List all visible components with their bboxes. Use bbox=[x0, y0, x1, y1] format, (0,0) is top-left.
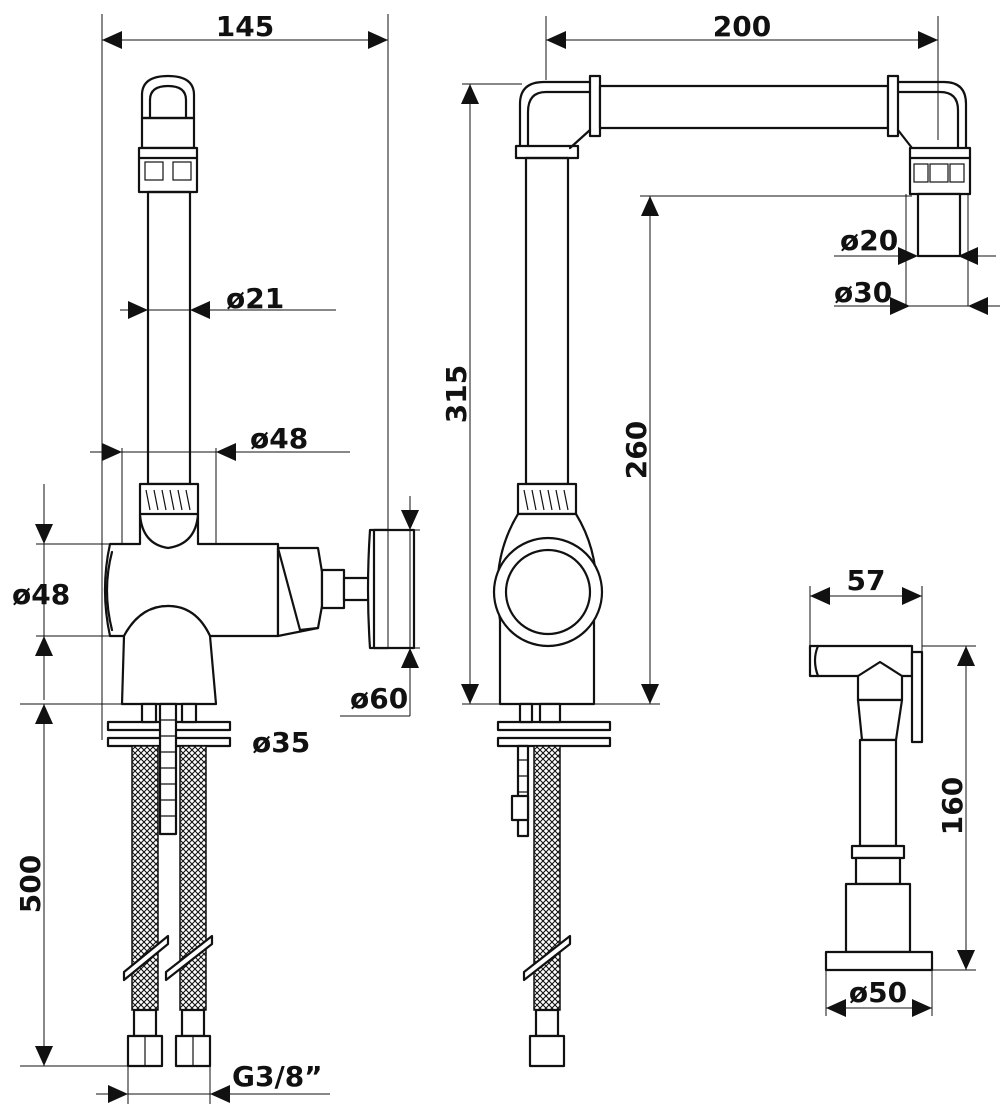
front-view bbox=[103, 74, 416, 1068]
side-view bbox=[492, 74, 972, 1068]
label-body-diameter-left: ø48 bbox=[12, 578, 70, 611]
label-spray-base: ø50 bbox=[849, 976, 907, 1009]
label-total-height-315: 315 bbox=[440, 365, 473, 423]
label-spray-height: 160 bbox=[936, 777, 969, 835]
dimension-lines bbox=[20, 14, 1000, 1104]
dimension-labels: 145 ø21 ø48 ø48 ø60 ø35 500 G3/8” 200 31… bbox=[12, 10, 969, 1093]
label-hose-length: 500 bbox=[14, 855, 47, 913]
label-handle-diameter: ø60 bbox=[350, 682, 408, 715]
label-spout-height-260: 260 bbox=[620, 421, 653, 479]
side-spray-view bbox=[808, 644, 934, 972]
label-outlet-inner: ø20 bbox=[840, 224, 898, 257]
label-outlet-outer: ø30 bbox=[834, 276, 892, 309]
label-body-diameter-top: ø48 bbox=[250, 422, 308, 455]
label-pipe-diameter: ø21 bbox=[226, 282, 284, 315]
label-width-145: 145 bbox=[216, 10, 274, 43]
label-spray-width: 57 bbox=[847, 564, 886, 597]
label-thread: G3/8” bbox=[232, 1060, 323, 1093]
label-reach-200: 200 bbox=[713, 10, 771, 43]
label-base-diameter: ø35 bbox=[252, 726, 310, 759]
